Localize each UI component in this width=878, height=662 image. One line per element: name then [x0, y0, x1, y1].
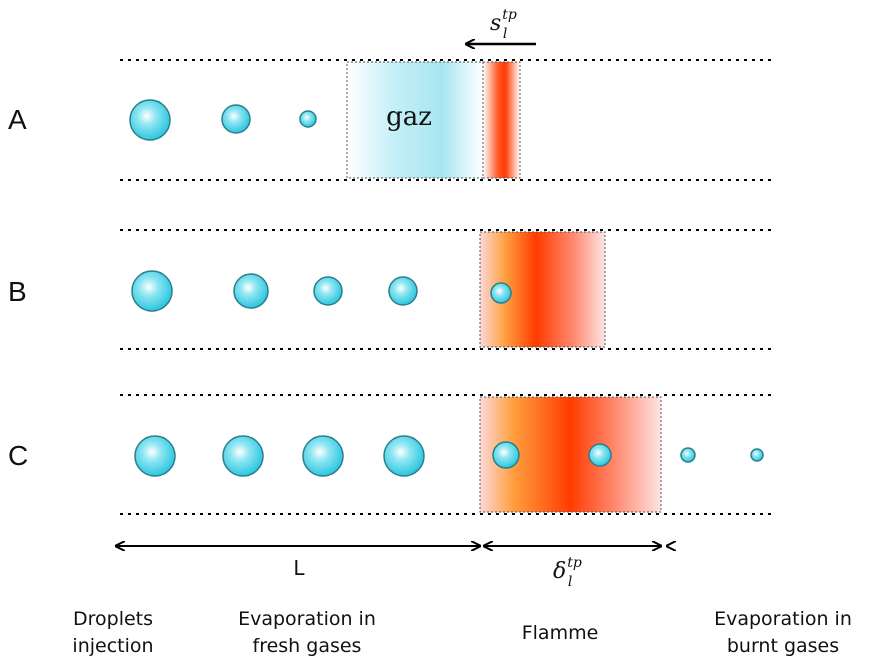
gas-zone-label: gaz [386, 102, 432, 132]
row-label-c: C [8, 440, 29, 471]
droplet [750, 448, 764, 462]
droplet [588, 443, 612, 467]
length-label: L [293, 556, 305, 580]
stage-label-flame: Flamme [521, 622, 599, 644]
row-label-b: B [8, 276, 27, 307]
row-a-gas-zone [346, 61, 484, 179]
row-a: gaz [120, 59, 776, 181]
row-b [120, 229, 776, 350]
droplet [388, 276, 418, 306]
droplet [131, 270, 173, 312]
droplet [383, 435, 425, 477]
droplet [302, 435, 344, 477]
droplet [680, 447, 696, 463]
row-c [120, 394, 776, 515]
droplet [134, 435, 176, 477]
droplet [299, 110, 317, 128]
droplet [222, 435, 264, 477]
droplet [313, 276, 343, 306]
droplet [492, 441, 520, 469]
stage-label-burnt-evaporation: Evaporation in burnt gases [714, 608, 852, 657]
stage-label-fresh-evaporation: Evaporation in fresh gases [238, 608, 376, 657]
droplet [490, 282, 512, 304]
row-label-a: A [8, 104, 27, 135]
droplet [221, 104, 251, 134]
stage-label-injection: Droplets injection [72, 608, 154, 657]
droplet [233, 273, 269, 309]
row-a-flame [482, 61, 521, 179]
droplet [129, 99, 171, 141]
